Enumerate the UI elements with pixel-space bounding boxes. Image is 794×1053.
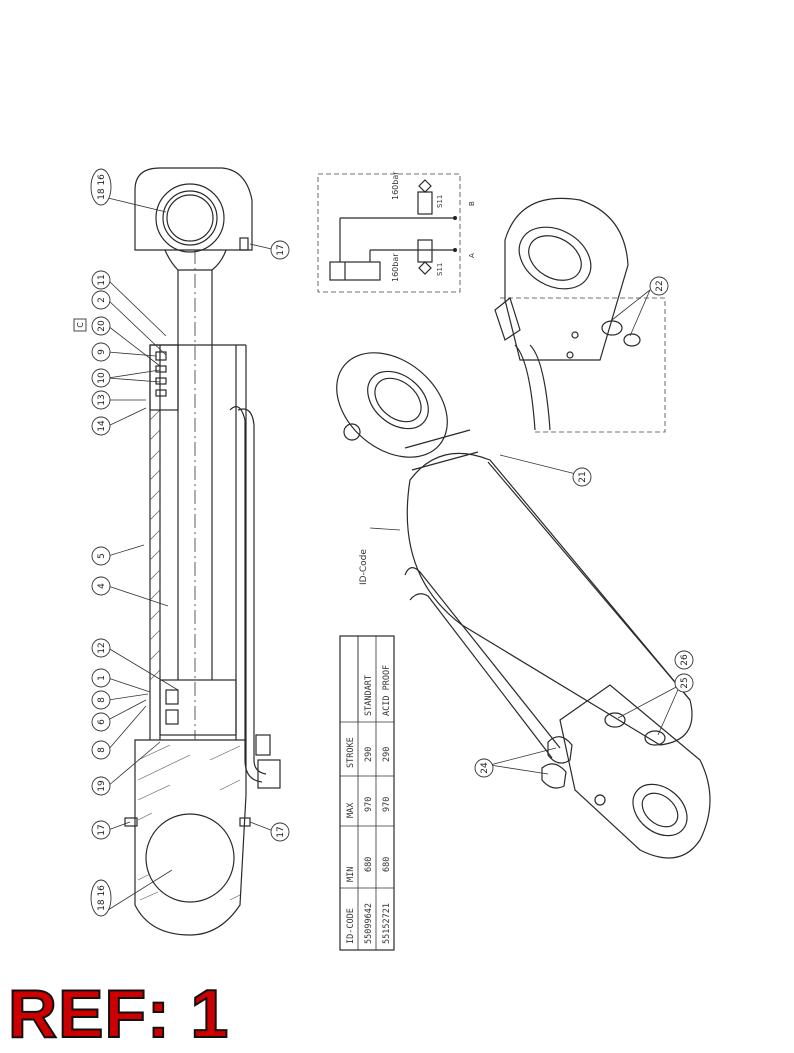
- table-cell-r1-stroke: 290: [382, 747, 392, 762]
- svg-text:14: 14: [97, 420, 107, 432]
- callout-21: 21: [572, 467, 592, 487]
- detail-view: [494, 197, 666, 433]
- svg-text:C: C: [76, 322, 85, 328]
- svg-text:8: 8: [97, 697, 107, 703]
- callout-4: 4: [91, 576, 111, 596]
- callout-24: 24: [474, 758, 494, 778]
- svg-text:1: 1: [97, 675, 107, 681]
- svg-text:9: 9: [97, 349, 107, 355]
- svg-text:25: 25: [680, 677, 690, 688]
- callout-6: 6: [91, 712, 111, 732]
- svg-text:4: 4: [97, 583, 107, 589]
- svg-text:18 16: 18 16: [97, 885, 107, 911]
- svg-text:2: 2: [97, 297, 107, 303]
- callout-10: 10: [91, 368, 111, 388]
- leader-lines: [107, 197, 681, 911]
- svg-text:8: 8: [97, 747, 107, 753]
- svg-text:17: 17: [276, 244, 286, 255]
- callout-1: 1: [91, 668, 111, 688]
- table-cell-r1-id: 55152721: [382, 903, 392, 944]
- callout-20: 20: [91, 316, 111, 336]
- callout-14: 14: [91, 416, 111, 436]
- callout-8a: 8: [91, 690, 111, 710]
- hydraulic-schematic: 160bar 160bar S11 S11 B A: [317, 171, 476, 293]
- table-cell-r0-min: 680: [364, 857, 374, 872]
- callout-17c: 17: [270, 822, 290, 842]
- table-cell-r1-min: 680: [382, 857, 392, 872]
- table-header-id-code: ID-CODE: [346, 908, 356, 944]
- table-header-max: MAX: [346, 802, 356, 818]
- svg-text:20: 20: [97, 320, 107, 332]
- cylinder-section-view: [124, 167, 281, 936]
- id-code-label: ID-Code: [359, 549, 369, 585]
- svg-text:17: 17: [276, 826, 286, 837]
- table-cell-r0-max: 970: [364, 797, 374, 812]
- table-cell-r1-max: 970: [382, 797, 392, 812]
- valve-pressure-label-b: 160bar: [391, 171, 400, 200]
- svg-text:21: 21: [578, 471, 588, 482]
- table-cell-r0-type: STANDART: [364, 675, 374, 716]
- port-b-label: B: [468, 201, 476, 206]
- svg-text:10: 10: [97, 372, 107, 384]
- svg-text:12: 12: [97, 642, 107, 653]
- port-a-label: A: [468, 253, 476, 258]
- valve-s11-label-b: S11: [436, 195, 444, 208]
- table-cell-r0-stroke: 290: [364, 747, 374, 762]
- callout-2: 2: [91, 290, 111, 310]
- callout-19: 19: [91, 776, 111, 796]
- svg-text:13: 13: [97, 394, 107, 405]
- callout-12: 12: [91, 638, 111, 658]
- table-header-min: MIN: [346, 867, 356, 882]
- callout-5: 5: [91, 546, 111, 566]
- valve-s11-label-a: S11: [436, 263, 444, 276]
- callout-22: 22: [649, 276, 669, 296]
- svg-text:17: 17: [97, 824, 107, 835]
- callout-17b: 17: [270, 240, 290, 260]
- table-header-stroke: STROKE: [346, 737, 356, 768]
- callout-18-16-top: 18 16: [90, 168, 112, 206]
- svg-text:11: 11: [97, 274, 107, 285]
- svg-text:5: 5: [97, 553, 107, 559]
- id-code-table: ID-CODE MIN MAX STROKE 55099642 680 970 …: [339, 635, 395, 951]
- table-cell-r1-type: ACID PROOF: [382, 665, 392, 716]
- cylinder-perspective-view: [336, 352, 711, 859]
- svg-text:19: 19: [97, 780, 107, 792]
- callout-18-16-bottom: 18 16: [90, 879, 112, 917]
- callout-8b: 8: [91, 740, 111, 760]
- callout-25: 25: [674, 673, 694, 693]
- svg-text:18 16: 18 16: [97, 174, 107, 200]
- valve-pressure-label-a: 160bar: [391, 253, 400, 282]
- callout-11: 11: [91, 270, 111, 290]
- callout-17a: 17: [91, 820, 111, 840]
- callout-13: 13: [91, 390, 111, 410]
- svg-text:22: 22: [655, 280, 665, 291]
- table-cell-r0-id: 55099642: [364, 903, 374, 944]
- callout-26: 26: [674, 650, 694, 670]
- reference-label: REF: 1: [7, 976, 230, 1052]
- svg-text:6: 6: [97, 719, 107, 725]
- svg-text:26: 26: [680, 654, 690, 666]
- section-marker-c: C: [73, 318, 87, 332]
- svg-text:24: 24: [480, 762, 490, 774]
- callout-9: 9: [91, 342, 111, 362]
